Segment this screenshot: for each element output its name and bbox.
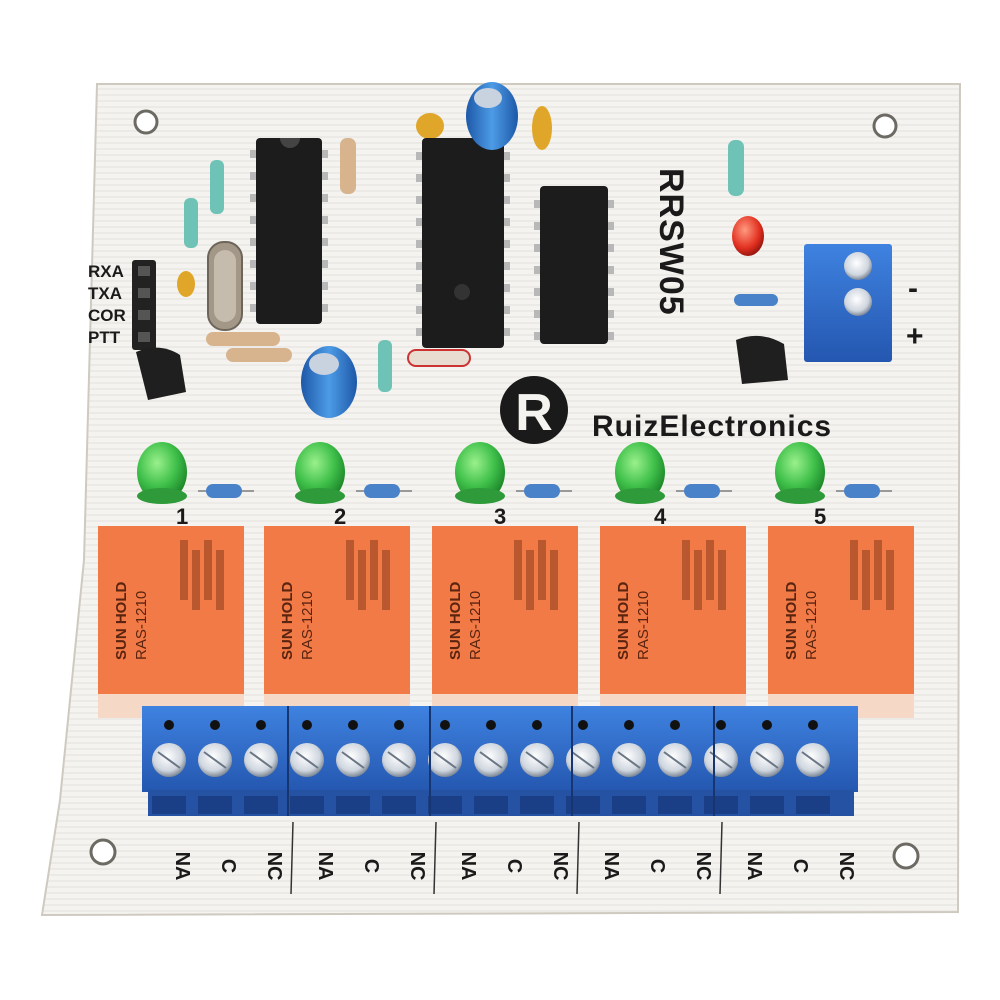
- contact-label: NA: [171, 852, 193, 881]
- header-pins: [132, 260, 156, 350]
- terminal-screw: [520, 720, 554, 814]
- terminal-screw: [566, 720, 600, 814]
- relay-model-text: RAS-1210: [803, 591, 820, 660]
- terminal-screw: [704, 720, 738, 814]
- channel-number-2: 2: [334, 504, 346, 529]
- power-minus-label: -: [908, 272, 918, 305]
- power-terminal-block: [804, 244, 892, 362]
- ic-chip-1: [256, 138, 322, 324]
- relay-model-text: RAS-1210: [467, 591, 484, 660]
- relay-model-text: RAS-1210: [635, 591, 652, 660]
- channel-number-1: 1: [176, 504, 188, 529]
- contact-label: NA: [457, 852, 479, 881]
- label-ptt: PTT: [88, 328, 121, 347]
- brand-logo: R: [500, 376, 568, 444]
- contact-label: NA: [600, 852, 622, 881]
- ic-pins: [250, 150, 614, 340]
- green-led-4: [615, 442, 665, 504]
- small-components: [177, 106, 744, 392]
- relay-brand-text: SUN HOLD: [783, 582, 800, 661]
- contact-label: NC: [549, 852, 571, 881]
- resistor-1: [198, 484, 254, 498]
- relay-brand-text: SUN HOLD: [279, 582, 296, 661]
- contact-label: NC: [406, 852, 428, 881]
- contact-label: NC: [835, 852, 857, 881]
- contact-label: NC: [263, 852, 285, 881]
- red-led: [732, 216, 764, 256]
- mount-hole-bottom-left: [89, 838, 117, 866]
- contact-label: NA: [314, 852, 336, 881]
- terminal-block-strip: [142, 706, 858, 816]
- green-led-5: [775, 442, 825, 504]
- label-rxa: RXA: [88, 262, 124, 281]
- capacitor-top: [466, 82, 518, 150]
- brand-name: RuizElectronics: [592, 410, 832, 443]
- contact-label: NA: [743, 852, 765, 881]
- contact-label-row: NA C NC NA C NC NA C NC NA C NC NA C NC: [171, 821, 857, 895]
- model-label: RRSW05: [652, 168, 690, 316]
- resistor-4: [676, 484, 732, 498]
- label-txa: TXA: [88, 284, 122, 303]
- terminal-screw: [198, 720, 232, 814]
- mount-hole-bottom-right: [892, 842, 920, 870]
- mount-hole-top-right: [872, 113, 898, 139]
- relay-brand-text: SUN HOLD: [113, 582, 130, 661]
- power-plus-label: +: [906, 320, 924, 353]
- relay-brand-text: SUN HOLD: [447, 582, 464, 661]
- channel-number-5: 5: [814, 504, 826, 529]
- output-terminal-blocks: [142, 706, 858, 816]
- contact-label: C: [360, 859, 382, 873]
- green-led-2: [295, 442, 345, 504]
- input-labels: RXA TXA COR PTT: [88, 262, 126, 347]
- relay-model-text: RAS-1210: [133, 591, 150, 660]
- contact-label: C: [217, 859, 239, 873]
- transistor-left: [136, 347, 186, 400]
- terminal-screw: [290, 720, 324, 814]
- terminal-screw: [796, 720, 830, 814]
- channel-number-4: 4: [654, 504, 667, 529]
- label-cor: COR: [88, 306, 126, 325]
- ic-chip-3: [540, 186, 608, 344]
- contact-label: NC: [692, 852, 714, 881]
- logo-letter: R: [515, 384, 553, 442]
- terminal-screw: [152, 720, 186, 814]
- capacitor-mid: [301, 346, 357, 418]
- green-led-3: [455, 442, 505, 504]
- terminal-screw: [658, 720, 692, 814]
- terminal-screw: [244, 720, 278, 814]
- mount-hole-top-left: [133, 109, 159, 135]
- relay-brand-text: SUN HOLD: [615, 582, 632, 661]
- terminal-screw: [428, 720, 462, 814]
- contact-label: C: [503, 859, 525, 873]
- contact-label: C: [646, 859, 668, 873]
- terminal-screw: [750, 720, 784, 814]
- resistor-2: [356, 484, 412, 498]
- terminal-screw: [336, 720, 370, 814]
- resistor-5: [836, 484, 892, 498]
- terminal-screw: [612, 720, 646, 814]
- resistor-3: [516, 484, 572, 498]
- green-led-1: [137, 442, 187, 504]
- terminal-screw: [474, 720, 508, 814]
- contact-label: C: [789, 859, 811, 873]
- channel-number-3: 3: [494, 504, 506, 529]
- relay-model-text: RAS-1210: [299, 591, 316, 660]
- terminal-screw: [382, 720, 416, 814]
- ic-chip-2: [422, 138, 504, 348]
